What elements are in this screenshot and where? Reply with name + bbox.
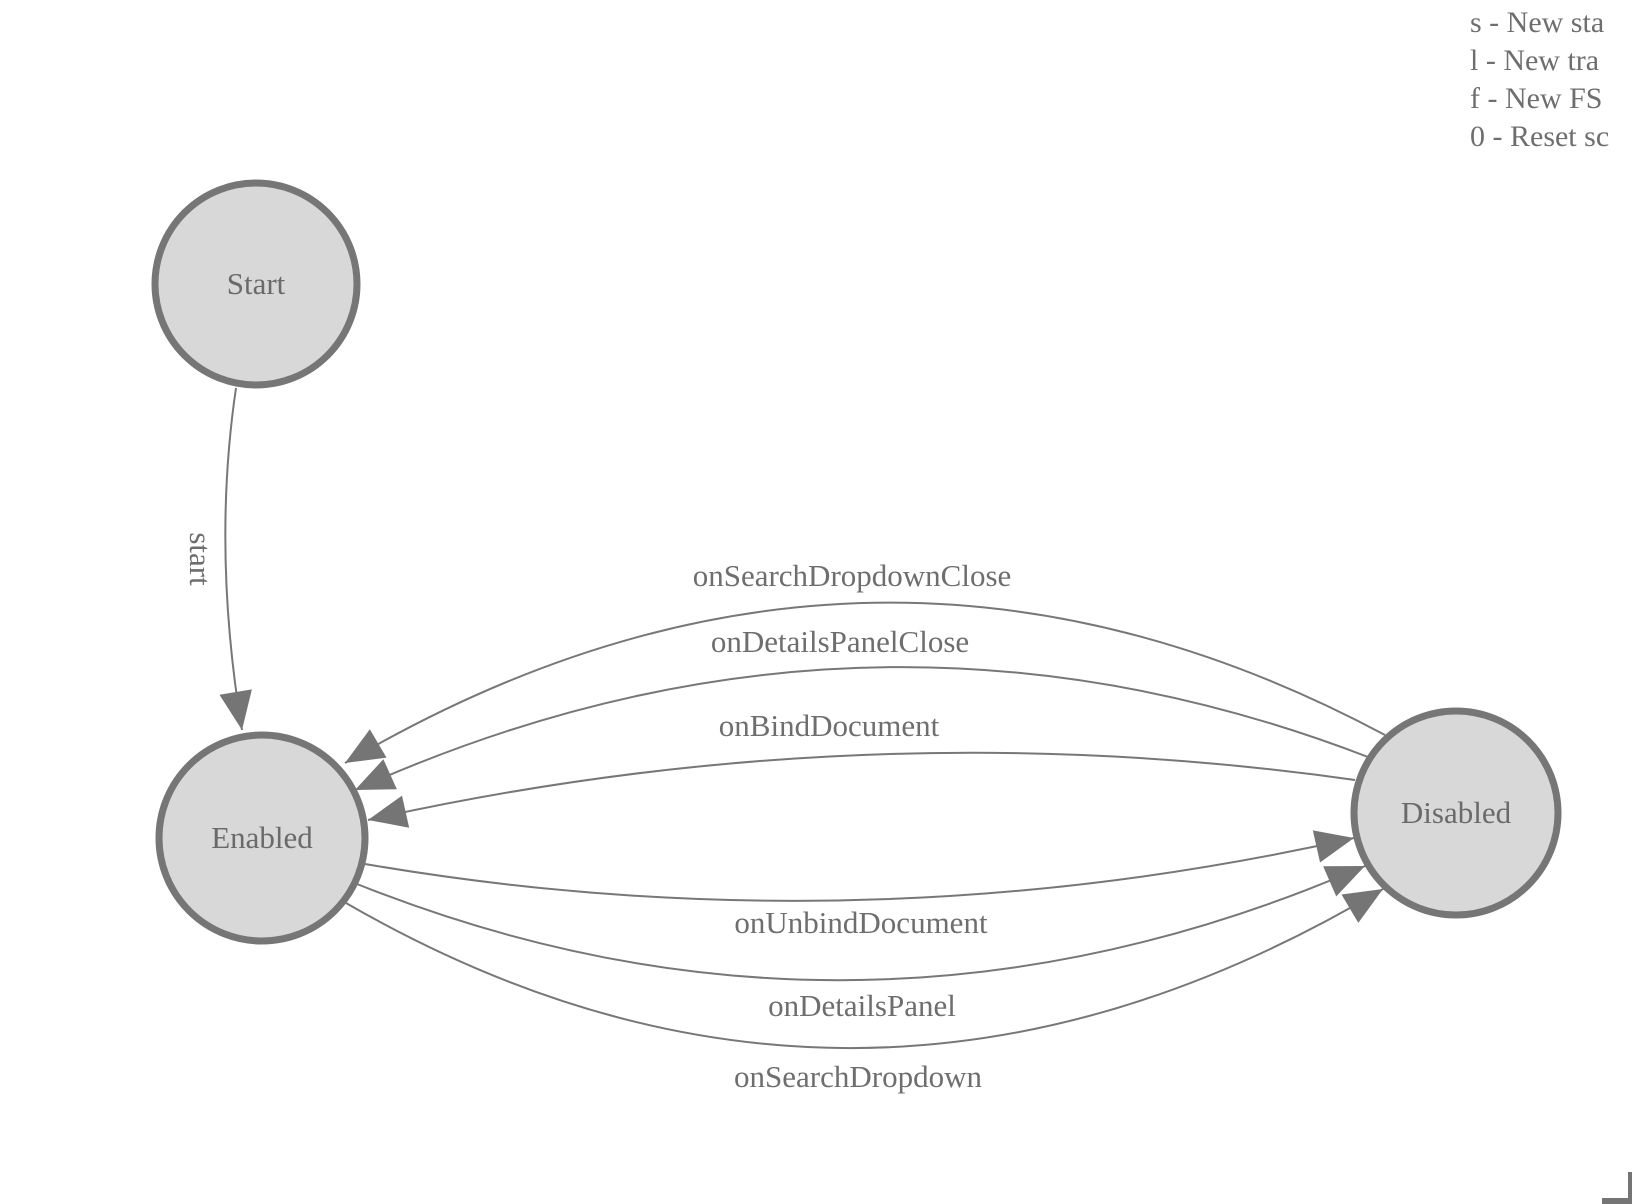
legend-line-new-state: s - New sta <box>1470 6 1605 39</box>
cropped-box-corner-vertical <box>1628 1172 1632 1204</box>
state-node-disabled[interactable] <box>1350 707 1562 919</box>
shortcut-legend: s - New sta l - New tra f - New FS 0 - R… <box>1470 4 1609 156</box>
legend-line-new-transition: l - New tra <box>1470 44 1600 77</box>
edge-label-onsearchdropdownclose: onSearchDropdownClose <box>693 558 1012 593</box>
edge-label-ondetailspanelclose: onDetailsPanelClose <box>711 624 969 659</box>
edge-ondetailspanelclose[interactable] <box>354 666 1369 791</box>
edge-label-start: start <box>183 532 218 586</box>
edge-label-ondetailspanel: onDetailsPanel <box>768 988 956 1023</box>
edge-onsearchdropdownclose[interactable] <box>344 601 1386 764</box>
edge-label-onbinddocument: onBindDocument <box>719 708 940 743</box>
state-label-disabled: Disabled <box>1401 795 1512 830</box>
edge-ondetailspanel[interactable] <box>356 865 1366 982</box>
cropped-box-corner-horizontal <box>1602 1198 1632 1204</box>
legend-line-new-fsm: f - New FS <box>1470 82 1603 115</box>
state-node-start[interactable] <box>151 179 361 389</box>
edge-start-to-enabled[interactable] <box>219 387 252 731</box>
edge-label-onunbinddocument: onUnbindDocument <box>734 905 988 940</box>
edge-onbinddocument[interactable] <box>367 751 1356 828</box>
edge-label-onsearchdropdown: onSearchDropdown <box>734 1059 982 1094</box>
edge-onunbinddocument[interactable] <box>364 830 1355 902</box>
legend-line-reset: 0 - Reset sc <box>1470 120 1610 153</box>
state-node-enabled[interactable] <box>155 731 369 945</box>
state-label-enabled: Enabled <box>211 820 313 855</box>
state-label-start: Start <box>227 266 286 301</box>
edge-onsearchdropdown[interactable] <box>345 888 1384 1049</box>
